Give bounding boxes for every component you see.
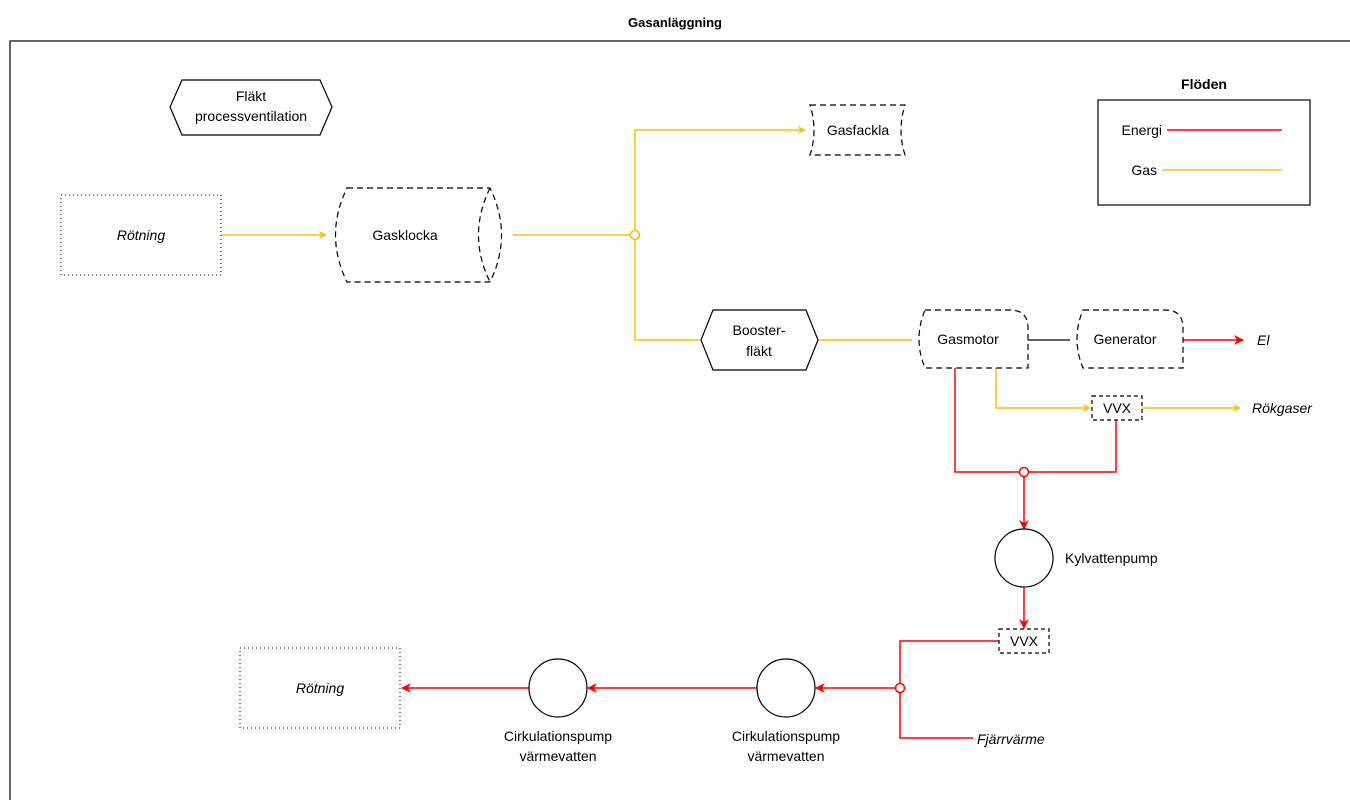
legend-box xyxy=(1097,99,1311,206)
flakt-processventilation-label-1: Fläkt xyxy=(236,88,266,104)
el-label: El xyxy=(1257,332,1270,348)
energy-junction-icon xyxy=(1018,466,1030,478)
legend-title: Flöden xyxy=(1181,76,1227,92)
fjarrvarme-label: Fjärrvärme xyxy=(977,731,1045,747)
energy-junction-2-icon xyxy=(894,682,906,694)
cirkulationspump-left-node[interactable]: Cirkulationspump värmevatten xyxy=(504,658,612,764)
flakt-processventilation-node[interactable]: Fläkt processventilation xyxy=(169,79,333,136)
energy-flows xyxy=(401,335,1244,739)
legend: Flöden Energi Gas xyxy=(1097,76,1311,206)
cirkulationspump-right-node[interactable]: Cirkulationspump värmevatten xyxy=(732,658,840,764)
rotning-bottom-label: Rötning xyxy=(296,680,344,696)
gas-junction-icon xyxy=(629,229,641,241)
kylvattenpump-node[interactable]: Kylvattenpump xyxy=(994,528,1158,588)
diagram-frame xyxy=(9,40,1350,800)
rotning-top-node[interactable]: Rötning xyxy=(60,194,222,276)
rokgaser-label: Rökgaser xyxy=(1252,400,1313,416)
vvx-lower-label: VVX xyxy=(1010,633,1039,649)
gas-flows xyxy=(221,126,1241,412)
vvx-upper-label: VVX xyxy=(1103,400,1132,416)
gasfackla-label: Gasfackla xyxy=(827,122,889,138)
flakt-processventilation-label-2: processventilation xyxy=(195,108,307,124)
legend-gas-label: Gas xyxy=(1131,162,1157,178)
booster-flakt-node[interactable]: Booster- fläkt xyxy=(700,309,819,371)
flow-vvx-to-junction-2 xyxy=(899,640,999,683)
cirkpump-right-label-2: värmevatten xyxy=(747,748,824,764)
generator-label: Generator xyxy=(1093,331,1156,347)
gasmotor-node[interactable]: Gasmotor xyxy=(918,309,1029,369)
cirkpump-right-label-1: Cirkulationspump xyxy=(732,728,840,744)
flow-gasmotor-to-vvx xyxy=(995,368,1091,412)
gasfackla-node[interactable]: Gasfackla xyxy=(809,104,906,156)
gasklocka-node[interactable]: Gasklocka xyxy=(334,187,503,283)
rotning-top-label: Rötning xyxy=(117,227,165,243)
rotning-bottom-node[interactable]: Rötning xyxy=(239,647,401,729)
legend-energy-label: Energi xyxy=(1122,122,1162,138)
kylvattenpump-label: Kylvattenpump xyxy=(1065,550,1158,566)
gasmotor-label: Gasmotor xyxy=(937,331,999,347)
cirkpump-left-label-2: värmevatten xyxy=(519,748,596,764)
diagram-title: Gasanläggning xyxy=(628,15,722,30)
vvx-upper-node[interactable]: VVX xyxy=(1091,395,1143,421)
booster-label-2: fläkt xyxy=(746,343,772,359)
flow-junction-to-gasfackla xyxy=(634,126,806,230)
flow-vvx-to-junction xyxy=(1029,420,1117,473)
cirkpump-left-label-1: Cirkulationspump xyxy=(504,728,612,744)
generator-node[interactable]: Generator xyxy=(1076,309,1184,369)
flow-gasmotor-to-junction xyxy=(954,368,1019,473)
gasklocka-label: Gasklocka xyxy=(372,227,438,243)
booster-label-1: Booster- xyxy=(733,322,786,338)
flow-fjarrvarme xyxy=(899,693,973,739)
vvx-lower-node[interactable]: VVX xyxy=(998,628,1050,654)
flow-junction-to-booster xyxy=(634,240,700,341)
